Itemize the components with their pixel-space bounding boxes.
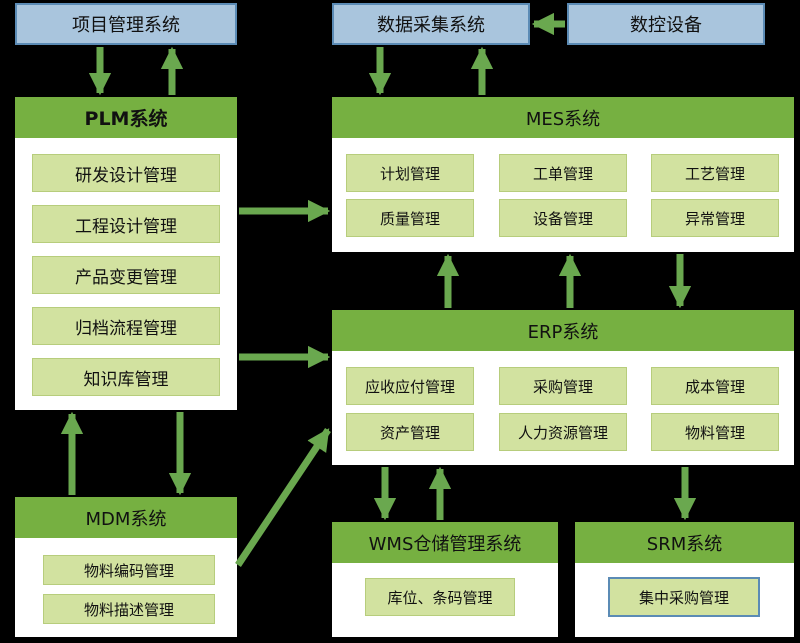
srm-title: SRM系统 [646, 533, 723, 555]
mes-item: 设备管理 [499, 199, 627, 237]
plm-item: 知识库管理 [32, 358, 220, 396]
plm-item-label: 产品变更管理 [75, 267, 177, 288]
mes-header: MES系统 [332, 97, 794, 138]
plm-item: 归档流程管理 [32, 307, 220, 345]
erp-item: 人力资源管理 [499, 413, 627, 451]
plm-item-label: 归档流程管理 [75, 318, 177, 339]
erp-item-label: 成本管理 [684, 377, 745, 396]
mdm-item-label: 物料描述管理 [83, 600, 174, 619]
mes-title: MES系统 [525, 108, 601, 130]
mes-item-label: 工艺管理 [684, 164, 745, 183]
mes-item-label: 计划管理 [379, 164, 440, 183]
erp-item: 成本管理 [651, 367, 779, 405]
erp-item-label: 物料管理 [684, 423, 745, 442]
data-collection-box: 数据采集系统 [332, 3, 530, 45]
project-system-label: 项目管理系统 [72, 15, 180, 36]
erp-item: 采购管理 [499, 367, 627, 405]
arrow-mdm-to-erp [235, 428, 331, 567]
mdm-item: 物料编码管理 [43, 555, 215, 585]
erp-item-label: 应收应付管理 [364, 377, 455, 396]
wms-item: 库位、条码管理 [365, 578, 515, 616]
mdm-title: MDM系统 [85, 508, 167, 530]
plm-item-label: 工程设计管理 [75, 216, 177, 237]
cnc-equipment-label: 数控设备 [630, 15, 702, 36]
plm-item: 工程设计管理 [32, 205, 220, 243]
erp-header: ERP系统 [332, 310, 794, 351]
mes-item: 质量管理 [346, 199, 474, 237]
mes-item: 工单管理 [499, 154, 627, 192]
mdm-item-label: 物料编码管理 [83, 561, 174, 580]
plm-item: 研发设计管理 [32, 154, 220, 192]
srm-item: 集中采购管理 [608, 577, 760, 617]
mes-item-label: 质量管理 [379, 209, 440, 228]
erp-item-label: 人力资源管理 [517, 423, 608, 442]
plm-item: 产品变更管理 [32, 256, 220, 294]
plm-title: PLM系统 [84, 108, 168, 130]
mes-item-label: 工单管理 [532, 164, 593, 183]
erp-item-label: 资产管理 [379, 423, 440, 442]
erp-item-label: 采购管理 [532, 377, 593, 396]
project-system-box: 项目管理系统 [15, 3, 237, 45]
mdm-item: 物料描述管理 [43, 594, 215, 624]
plm-item-label: 研发设计管理 [75, 165, 177, 186]
mes-item: 计划管理 [346, 154, 474, 192]
mes-item: 工艺管理 [651, 154, 779, 192]
erp-item: 物料管理 [651, 413, 779, 451]
mes-item-label: 设备管理 [532, 209, 593, 228]
mes-item-label: 异常管理 [684, 209, 745, 228]
plm-item-label: 知识库管理 [83, 369, 169, 390]
erp-item: 资产管理 [346, 413, 474, 451]
srm-header: SRM系统 [575, 522, 794, 563]
mdm-header: MDM系统 [15, 497, 237, 538]
erp-item: 应收应付管理 [346, 367, 474, 405]
srm-item-label: 集中采购管理 [638, 588, 729, 607]
mes-item: 异常管理 [651, 199, 779, 237]
plm-header: PLM系统 [15, 97, 237, 138]
erp-title: ERP系统 [527, 321, 599, 343]
data-collection-label: 数据采集系统 [377, 15, 485, 36]
wms-item-label: 库位、条码管理 [387, 588, 493, 607]
cnc-equipment-box: 数控设备 [567, 3, 765, 45]
wms-header: WMS仓储管理系统 [332, 522, 558, 563]
plm-panel [15, 97, 237, 410]
wms-title: WMS仓储管理系统 [368, 533, 522, 555]
